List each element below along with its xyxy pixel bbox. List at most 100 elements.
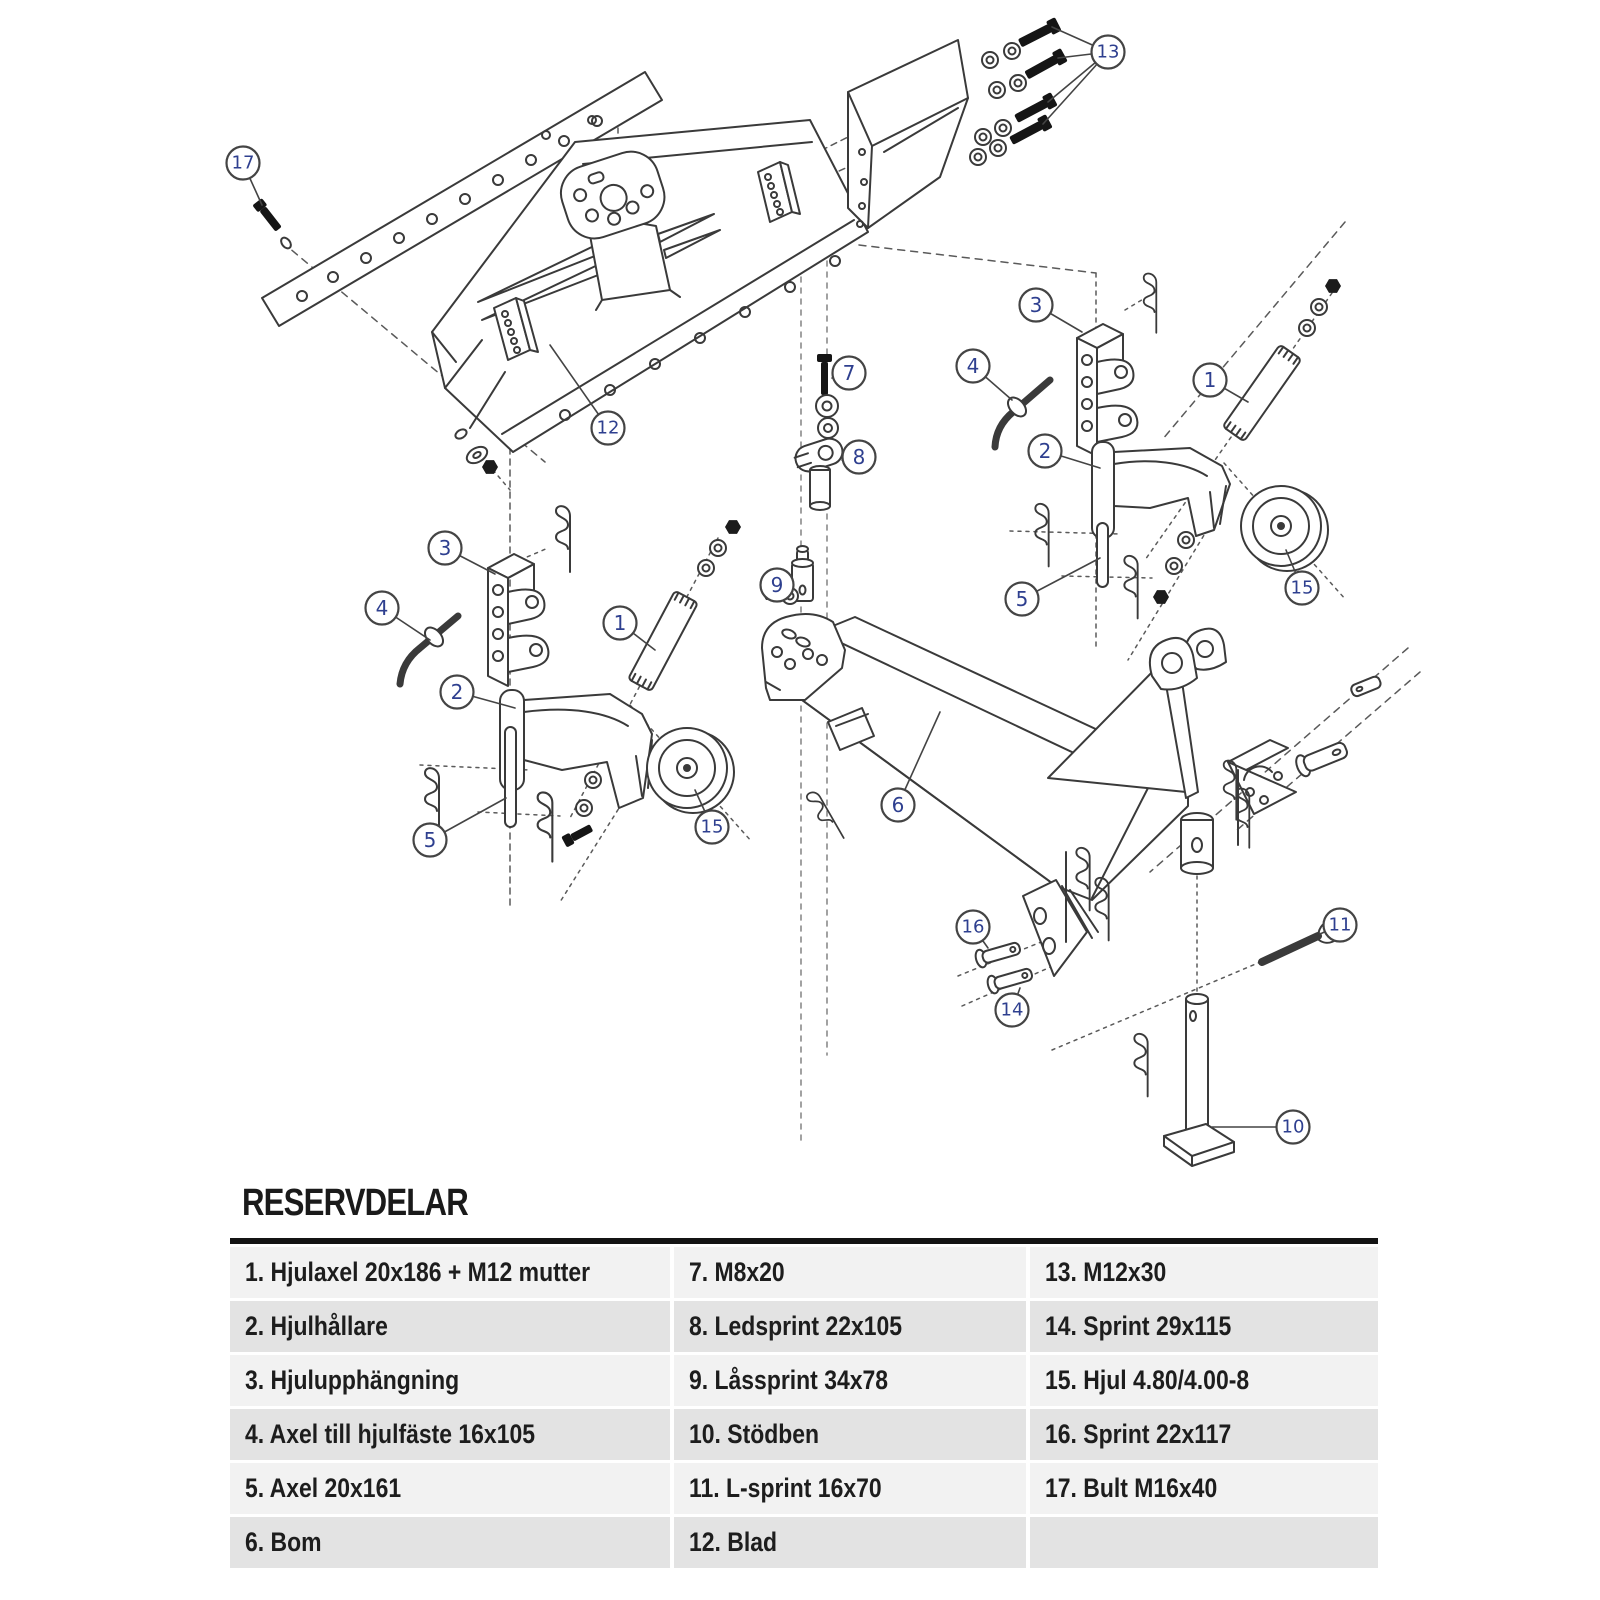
parts-table-cell: 17. Bult M16x40 xyxy=(1030,1463,1378,1514)
callout-circle-10 xyxy=(1275,1109,1311,1145)
callout-circle-14 xyxy=(994,992,1030,1028)
svg-text:4: 4 xyxy=(967,354,980,378)
svg-text:12: 12 xyxy=(597,418,620,439)
front-bracket xyxy=(1022,851,1099,977)
callout-circle-13 xyxy=(1090,34,1126,70)
parts-table-cell: 15. Hjul 4.80/4.00-8 xyxy=(1030,1355,1378,1406)
wheel-axle-right xyxy=(1223,278,1342,441)
wheel-holder-left xyxy=(499,689,653,809)
r-clip xyxy=(1133,1032,1149,1098)
wheel-bracket-right xyxy=(1076,323,1139,457)
parts-table-title: RESERVDELAR xyxy=(242,1182,469,1224)
parts-table-cell: 6. Bom xyxy=(230,1517,670,1568)
callout-circle-1 xyxy=(602,605,638,641)
callout-circle-8 xyxy=(841,439,877,475)
clevis-pins-16-14 xyxy=(972,937,1036,996)
svg-text:5: 5 xyxy=(424,828,437,852)
blade-hinge-strip-left xyxy=(493,297,539,361)
svg-text:7: 7 xyxy=(843,361,856,385)
svg-text:8: 8 xyxy=(853,445,866,469)
svg-text:2: 2 xyxy=(451,680,464,704)
r-clip xyxy=(555,505,571,573)
bolt-17 xyxy=(253,198,292,250)
parts-table-cell: 2. Hjulhållare xyxy=(230,1301,670,1352)
callout-circle-2 xyxy=(439,674,475,710)
svg-text:3: 3 xyxy=(439,536,452,560)
blade-part xyxy=(431,115,869,453)
svg-text:10: 10 xyxy=(1282,1117,1305,1138)
callout-circle-15 xyxy=(1284,570,1320,606)
parts-table-cell: 3. Hjulupphängning xyxy=(230,1355,670,1406)
rear-bracket xyxy=(1227,739,1297,846)
parts-table-cell: 12. Blad xyxy=(674,1517,1026,1568)
lock-pin-9 xyxy=(791,545,814,602)
callout-circle-4 xyxy=(364,590,400,626)
wheel-holder-right xyxy=(1091,441,1231,539)
parts-table-cell: 14. Sprint 29x115 xyxy=(1030,1301,1378,1352)
wheel-right xyxy=(1240,485,1329,572)
washers-7 xyxy=(815,394,839,439)
parts-table-cell: 16. Sprint 22x117 xyxy=(1030,1409,1378,1460)
svg-text:15: 15 xyxy=(701,817,724,838)
wheel-bracket-left xyxy=(487,553,550,687)
svg-text:6: 6 xyxy=(892,793,905,817)
svg-text:1: 1 xyxy=(1204,368,1217,392)
callout-circle-16 xyxy=(955,909,991,945)
support-leg-10 xyxy=(1163,993,1235,1167)
svg-text:2: 2 xyxy=(1039,439,1052,463)
svg-text:17: 17 xyxy=(232,153,255,174)
support-sleeve xyxy=(1180,812,1214,875)
callout-circle-3 xyxy=(427,530,463,566)
callout-circle-6 xyxy=(880,787,916,823)
blade-tip-fasteners xyxy=(454,428,499,475)
callout-circle-5 xyxy=(1004,581,1040,617)
parts-table-cell: 4. Axel till hjulfäste 16x105 xyxy=(230,1409,670,1460)
r-clip xyxy=(1142,272,1158,334)
svg-text:4: 4 xyxy=(376,596,389,620)
parts-table-cell: 5. Axel 20x161 xyxy=(230,1463,670,1514)
parts-table-cell: 11. L-sprint 16x70 xyxy=(674,1463,1026,1514)
axle-pin-left xyxy=(424,726,602,863)
svg-text:1: 1 xyxy=(614,611,627,635)
callout-circle-9 xyxy=(759,567,795,603)
callout-circle-4 xyxy=(955,348,991,384)
axle-pin-right xyxy=(1034,502,1195,620)
blade-hinge-strip-right xyxy=(757,161,801,223)
callout-circle-7 xyxy=(831,355,867,391)
wing-part xyxy=(847,39,969,229)
r-clip xyxy=(804,788,845,845)
svg-text:14: 14 xyxy=(1001,1000,1024,1021)
svg-text:16: 16 xyxy=(962,917,985,938)
svg-text:3: 3 xyxy=(1030,293,1043,317)
wheel-left xyxy=(646,727,735,814)
callout-circle-2 xyxy=(1027,433,1063,469)
parts-table-cell: 9. Låssprint 34x78 xyxy=(674,1355,1026,1406)
handle-pin-left xyxy=(396,612,462,688)
wear-strip-part xyxy=(261,71,663,327)
callout-circle-1 xyxy=(1192,362,1228,398)
wheel-axle-left xyxy=(628,519,742,691)
callout-circle-12 xyxy=(590,410,626,446)
svg-text:5: 5 xyxy=(1016,587,1029,611)
bolt-set-13 xyxy=(969,16,1069,166)
rear-pins xyxy=(1295,675,1382,778)
parts-table-cell: 10. Stödben xyxy=(674,1409,1026,1460)
svg-text:9: 9 xyxy=(771,573,784,597)
callout-circle-5 xyxy=(412,822,448,858)
callout-circle-3 xyxy=(1018,287,1054,323)
callout-circle-11 xyxy=(1322,907,1358,943)
spare-parts-table: RESERVDELAR 1. Hjulaxel 20x186 + M12 mut… xyxy=(230,1182,1378,1568)
svg-text:15: 15 xyxy=(1291,578,1314,599)
pivot-plate xyxy=(559,150,666,240)
svg-text:13: 13 xyxy=(1097,42,1120,63)
parts-table-cell: 7. M8x20 xyxy=(674,1247,1026,1298)
callout-circle-17 xyxy=(225,145,261,181)
svg-text:11: 11 xyxy=(1329,915,1352,936)
hinge-pin-8 xyxy=(793,437,844,511)
callout-circle-15 xyxy=(694,809,730,845)
parts-table-cell: 13. M12x30 xyxy=(1030,1247,1378,1298)
